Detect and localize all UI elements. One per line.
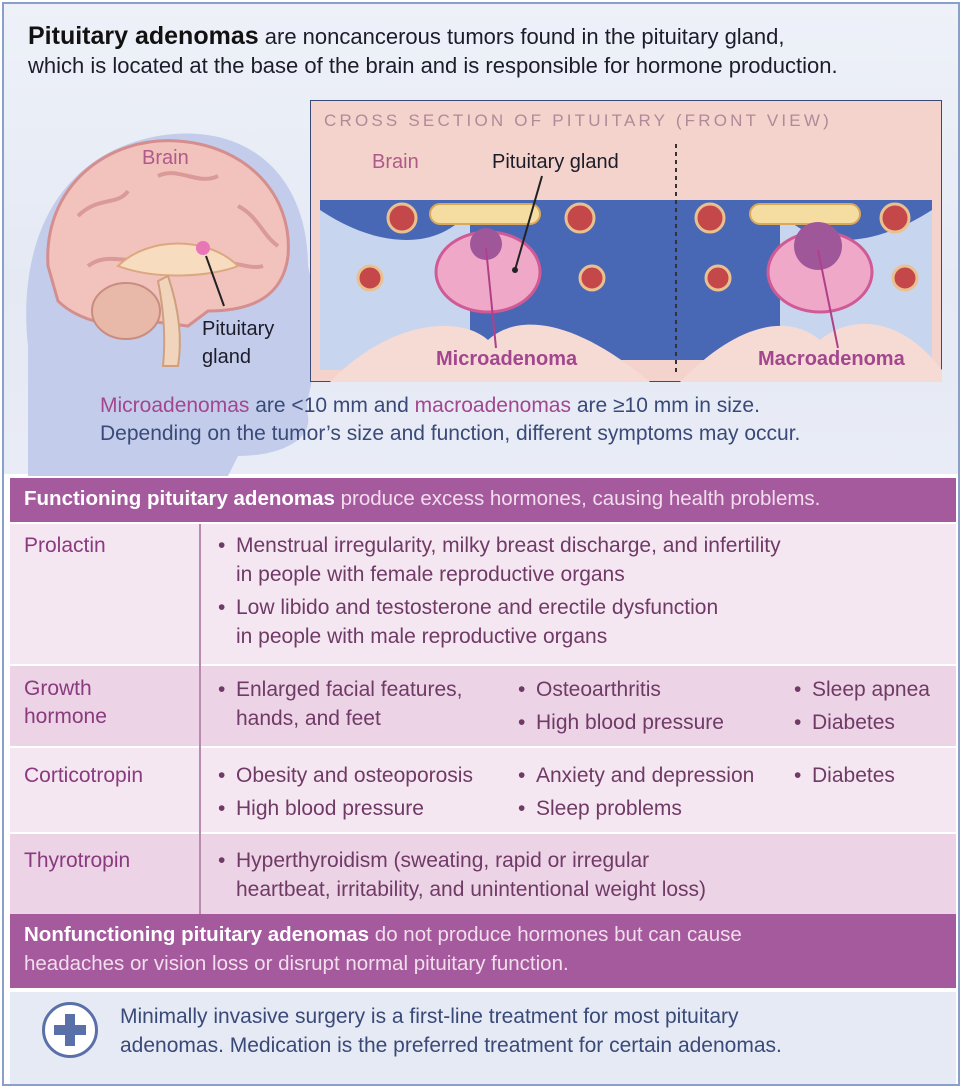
- list-item-text: hands, and feet: [236, 707, 381, 730]
- growth-col2: Osteoarthritis High blood pressure: [518, 675, 788, 737]
- list-item: Hyperthyroidism (sweating, rapid or irre…: [218, 846, 938, 904]
- treatment-line2: adenomas. Medication is the preferred tr…: [120, 1034, 782, 1057]
- head-brain-label: Brain: [142, 147, 189, 169]
- nonfunctioning-band: Nonfunctioning pituitary adenomas do not…: [10, 914, 956, 988]
- row-label-prolactin: Prolactin: [24, 534, 106, 557]
- head-gland-label-2: gland: [202, 346, 251, 368]
- list-item-text: Menstrual irregularity, milky breast dis…: [236, 534, 781, 557]
- nonfunctioning-line2: headaches or vision loss or disrupt norm…: [24, 952, 569, 975]
- growth-col1: Enlarged facial features, hands, and feet: [218, 675, 508, 733]
- intro-line1: are noncancerous tumors found in the pit…: [258, 24, 785, 49]
- size-note-end: are ≥10 mm in size.: [571, 394, 760, 417]
- macroadenoma-label: Macroadenoma: [758, 348, 905, 370]
- row-label-corticotropin: Corticotropin: [24, 764, 144, 787]
- cortico-col1: Obesity and osteoporosis High blood pres…: [218, 761, 508, 823]
- nonfunctioning-rest: do not produce hormones but can cause: [369, 923, 742, 946]
- list-item-text: Hyperthyroidism (sweating, rapid or irre…: [236, 849, 650, 872]
- list-item: High blood pressure: [518, 708, 788, 737]
- plus-icon: [42, 1002, 98, 1058]
- list-item: Diabetes: [794, 761, 954, 790]
- list-item-text: in people with female reproductive organ…: [236, 563, 625, 586]
- head-profile-illustration: [26, 133, 331, 476]
- row-label-line: hormone: [24, 705, 107, 728]
- list-item: Anxiety and depression: [518, 761, 788, 790]
- list-item: Obesity and osteoporosis: [218, 761, 508, 790]
- xsec-brain-label: Brain: [372, 151, 419, 173]
- table-divider: [199, 524, 201, 914]
- list-item: Enlarged facial features, hands, and feet: [218, 675, 508, 733]
- list-item-text: Low libido and testosterone and erectile…: [236, 596, 719, 619]
- microadenoma-label: Microadenoma: [436, 348, 578, 370]
- list-item: Osteoarthritis: [518, 675, 788, 704]
- intro-title: Pituitary adenomas: [28, 22, 259, 50]
- xsec-gland-label: Pituitary gland: [492, 151, 619, 173]
- list-item-text: heartbeat, irritability, and unintention…: [236, 878, 707, 901]
- intro-text: Pituitary adenomas are noncancerous tumo…: [28, 22, 938, 80]
- row-label-thyrotropin: Thyrotropin: [24, 849, 131, 872]
- cross-section-title: CROSS SECTION OF PITUITARY (FRONT VIEW): [324, 111, 832, 130]
- list-item-text: in people with male reproductive organs: [236, 625, 608, 648]
- functioning-rest: produce excess hormones, causing health …: [334, 487, 821, 510]
- size-note-line2: Depending on the tumor’s size and functi…: [100, 422, 801, 445]
- list-item: Diabetes: [794, 708, 954, 737]
- head-gland-label-1: Pituitary: [202, 318, 275, 340]
- list-item: High blood pressure: [218, 794, 508, 823]
- row-label-line: Growth: [24, 677, 92, 700]
- size-note-micro: Microadenomas: [100, 394, 250, 417]
- size-note: Microadenomas are <10 mm and macroadenom…: [100, 392, 950, 448]
- intro-line2: which is located at the base of the brai…: [28, 53, 838, 78]
- nonfunctioning-bold: Nonfunctioning pituitary adenomas: [24, 923, 370, 946]
- row-label-growth-hormone: Growth hormone: [24, 675, 107, 731]
- treatment-panel: [10, 992, 956, 1084]
- size-note-macro: macroadenomas: [414, 394, 571, 417]
- treatment-text: Minimally invasive surgery is a first-li…: [120, 1002, 920, 1060]
- thyro-symptoms: Hyperthyroidism (sweating, rapid or irre…: [218, 846, 938, 904]
- treatment-line1: Minimally invasive surgery is a first-li…: [120, 1005, 739, 1028]
- list-item-text: Enlarged facial features,: [236, 678, 463, 701]
- list-item: Low libido and testosterone and erectile…: [218, 593, 938, 651]
- prolactin-symptoms: Menstrual irregularity, milky breast dis…: [218, 531, 938, 651]
- functioning-header: Functioning pituitary adenomas produce e…: [10, 478, 956, 522]
- list-item: Menstrual irregularity, milky breast dis…: [218, 531, 938, 589]
- size-note-mid: are <10 mm and: [249, 394, 415, 417]
- cross-section-illustration: [310, 100, 942, 382]
- functioning-bold: Functioning pituitary adenomas: [24, 487, 335, 510]
- growth-col3: Sleep apnea Diabetes: [794, 675, 954, 737]
- list-item: Sleep problems: [518, 794, 788, 823]
- list-item: Sleep apnea: [794, 675, 954, 704]
- cortico-col2: Anxiety and depression Sleep problems: [518, 761, 788, 823]
- cortico-col3: Diabetes: [794, 761, 954, 790]
